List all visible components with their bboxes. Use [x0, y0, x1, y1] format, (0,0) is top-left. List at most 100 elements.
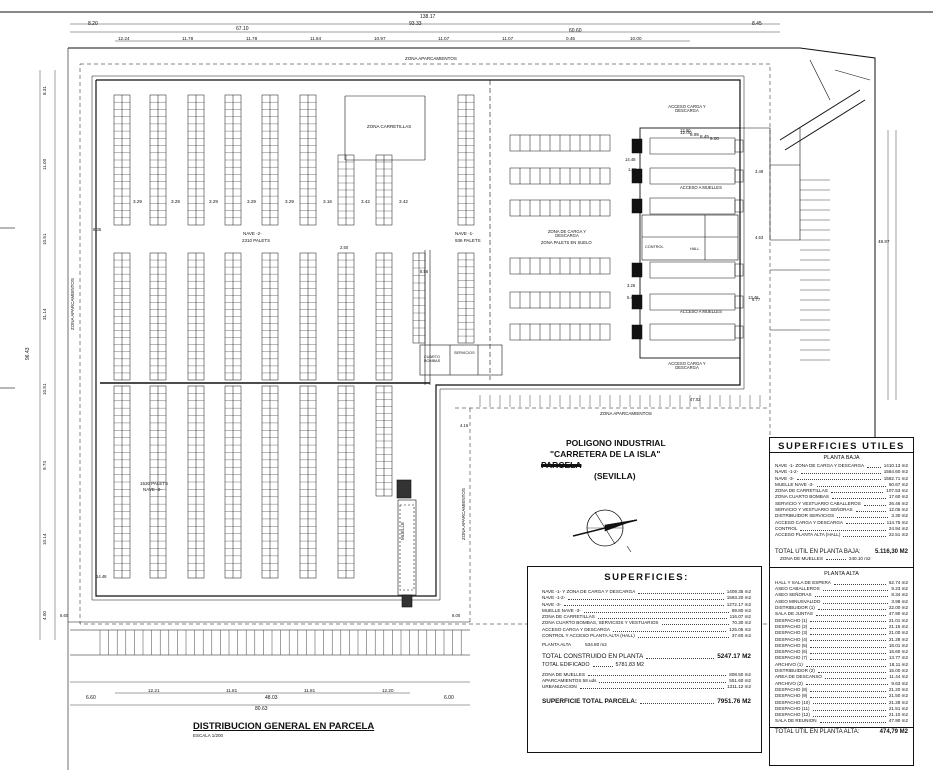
- dim-right: 48.87: [878, 239, 890, 244]
- storage-rack: [337, 154, 355, 226]
- dim-left: 10.14: [42, 533, 47, 546]
- utiles.planta_alta_rows-row: DESPACHO (3)21.00 m2: [775, 630, 908, 636]
- dim-misc: 3.26: [627, 283, 636, 288]
- dim-aisle: 3.29: [247, 199, 256, 204]
- dim-top-row: 11.78: [182, 36, 194, 41]
- dim-top-left: 8.20: [88, 21, 98, 27]
- zone-nave2: NAVE -2-: [243, 231, 262, 236]
- zone-palets-suelo: ZONA PALETS EN SUELO: [541, 240, 592, 245]
- dim-right: 9.00: [710, 136, 719, 141]
- dim-aisle: 3.42: [399, 199, 408, 204]
- dim-bottom-row: 12.20: [382, 688, 394, 693]
- utiles.planta_alta_rows-row: DESPACHO (7)13.77 m2: [775, 655, 908, 661]
- superficies.rows-row: ZONA CUARTO BOMBAS, SERVICIOS Y VESTUARI…: [542, 620, 751, 626]
- dim-top-row: 0.45: [566, 36, 575, 41]
- zone-nave1-palets: 936 PALETS: [455, 238, 481, 243]
- dim-misc: 13.46: [748, 295, 759, 300]
- dim-top-b: 93.33: [409, 21, 422, 27]
- superficies-utiles-table: SUPERFICIES UTILES PLANTA BAJA NAVE -1- …: [769, 437, 914, 766]
- storage-rack: [457, 94, 475, 226]
- utiles.planta_alta_rows-row: DESPACHO (5)18.01 m2: [775, 642, 908, 648]
- zone-nave2-palets: 2310 PALETS: [242, 238, 271, 243]
- dim-top-row: 10.00: [630, 36, 642, 41]
- dim-misc: 3.49: [755, 169, 764, 174]
- superficies-title: SUPERFICIES:: [604, 572, 689, 583]
- dim-left: 4.00: [42, 611, 47, 620]
- dim-top-row: 11.07: [502, 36, 514, 41]
- dim-aisle: 3.16: [323, 199, 332, 204]
- dim-aisle: 3.29: [209, 199, 218, 204]
- dim-misc: 4.63: [755, 235, 764, 240]
- storage-rack: [187, 94, 205, 226]
- utiles.planta_alta_rows-row: DISTRIBUIDOR (1)22.00 m2: [775, 605, 908, 611]
- pallet-floor-row: [509, 134, 611, 152]
- dim-right: 12.00: [680, 130, 692, 135]
- dim-top-a: 67.10: [236, 26, 249, 32]
- storage-rack: [337, 385, 355, 579]
- truck-dock: [631, 261, 744, 279]
- storage-rack: [149, 94, 167, 226]
- dim-top-row: 12.24: [118, 36, 130, 41]
- pallet-floor-row: [509, 167, 611, 185]
- dim-left: 10.51: [42, 383, 47, 396]
- zone-hall: HALL: [690, 247, 700, 251]
- storage-rack: [261, 385, 279, 579]
- utiles.planta_alta_rows-row: DESPACHO (12)21.10 m2: [775, 712, 908, 718]
- utiles.planta_baja_rows-row: MUELLE NAVE -3-50.67 m2: [775, 481, 908, 487]
- storage-rack: [375, 252, 393, 381]
- zone-aparcamientos-right: ZONA APARCAMIENTOS: [461, 488, 466, 540]
- zone-nave3: NAVE -3-: [143, 487, 162, 492]
- dim-left: 8.31: [42, 86, 47, 95]
- zone-acceso-carga-bottom: ACCESO CARGA Y DESCARGA: [668, 361, 706, 371]
- dim-bottom-row: 11.81: [304, 688, 316, 693]
- storage-rack: [261, 252, 279, 381]
- superficies-total-parcela: SUPERFICIE TOTAL PARCELA:7951.76 M2: [542, 697, 751, 705]
- dim-misc: 8.56: [420, 269, 429, 274]
- dim-misc: 1.26: [628, 167, 637, 172]
- dim-misc: 5.41: [627, 295, 636, 300]
- utiles.planta_alta_rows-row: DESPACHO (6)15.60 m2: [775, 649, 908, 655]
- dim-misc: 2.50: [340, 245, 349, 250]
- storage-rack: [187, 385, 205, 579]
- storage-rack: [261, 94, 279, 226]
- storage-rack: [375, 154, 393, 226]
- dim-misc: 6.60: [60, 613, 69, 618]
- storage-rack: [375, 385, 393, 497]
- zone-acceso-muelles-top: ACCESO A MUELLES: [680, 185, 722, 190]
- truck-dock: [631, 167, 744, 185]
- utiles.planta_alta_rows-row: ARCHIVO (1)18.11 m2: [775, 661, 908, 667]
- dim-bottom-left: 6.60: [86, 695, 96, 701]
- dim-top-row: 10.97: [374, 36, 386, 41]
- dim-bottom-sub: 48.03: [265, 695, 278, 701]
- truck-dock: [631, 197, 744, 215]
- utiles.planta_alta_rows-row: DESPACHO (4)21.28 m2: [775, 636, 908, 642]
- zone-servicios: SERVICIOS: [454, 351, 475, 355]
- zone-aparcamientos-bottom: ZONA APARCAMIENTOS: [600, 411, 652, 416]
- storage-rack: [113, 252, 131, 381]
- zone-aparcamientos-left: ZONA APARCAMIENTOS: [70, 278, 75, 330]
- dim-top-total: 138.17: [420, 14, 436, 20]
- superficies-table: SUPERFICIES: NAVE -1- Y ZONA DE CARGA Y …: [527, 566, 762, 753]
- zone-cuarto-bombas: CUARTO BOMBAS: [424, 355, 441, 363]
- dim-right: 8.45: [700, 134, 709, 139]
- utiles-title: SUPERFICIES UTILES: [770, 438, 913, 453]
- storage-rack: [149, 252, 167, 381]
- dim-bottom-row: 11.81: [226, 688, 238, 693]
- zone-acceso-muelles-bottom: ACCESO A MUELLES: [680, 309, 722, 314]
- storage-rack: [299, 385, 317, 579]
- dim-aisle: 3.42: [361, 199, 370, 204]
- utiles-total-alta: TOTAL UTIL EN PLANTA ALTA:474,79 M2: [770, 726, 913, 736]
